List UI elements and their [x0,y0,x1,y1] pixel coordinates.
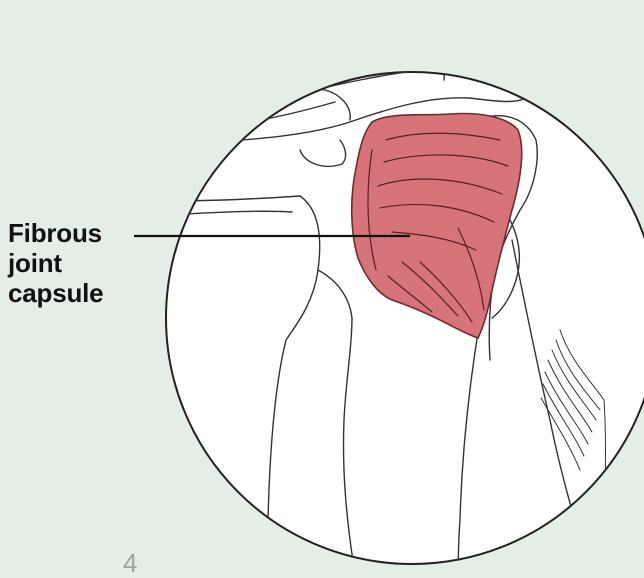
label-line-1: Fibrous [8,218,103,248]
slide-number: 4 [123,548,137,578]
label-line-2: joint [8,248,103,278]
fibrous-joint-capsule-label: Fibrous joint capsule [8,218,103,308]
label-line-3: capsule [8,278,103,308]
